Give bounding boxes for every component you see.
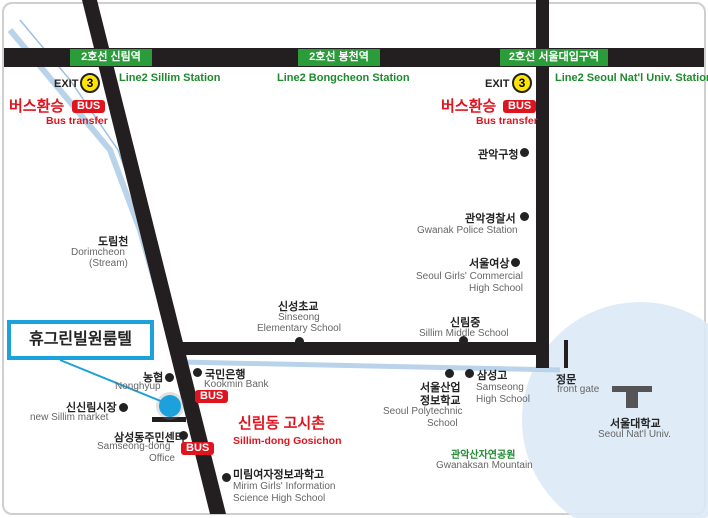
landmark-front-gate: 정문 bbox=[556, 374, 577, 386]
bus-badge: BUS bbox=[195, 390, 229, 403]
target-location-marker bbox=[159, 395, 181, 417]
landmark-en: Gwanaksan Mountain bbox=[436, 460, 533, 471]
bus-transfer-en: Bus transfer bbox=[46, 115, 108, 127]
bus-transfer-ko: 버스환승 bbox=[9, 98, 65, 115]
bus-badge: BUS bbox=[72, 100, 106, 113]
landmark-en: Seoul Nat'l Univ. bbox=[598, 429, 671, 440]
landmark-seoul-girls: 서울여상 bbox=[469, 258, 510, 270]
landmark-samseong-office: 삼성동주민센터 bbox=[114, 432, 185, 444]
landmark-polytechnic: 서울산업 bbox=[420, 382, 461, 394]
landmark-police: 관악경찰서 bbox=[465, 213, 516, 225]
location-dot bbox=[179, 431, 188, 440]
landmark-mirim: 미림여자정보과학고 bbox=[233, 469, 325, 481]
road-main-diagonal bbox=[82, 0, 226, 514]
exit-label: EXIT bbox=[485, 78, 510, 90]
bus-transfer-en: Bus transfer bbox=[476, 115, 538, 127]
station-snu[interactable]: 2호선 서울대입구역 bbox=[500, 49, 608, 66]
landmark-dorimcheon: 도림천 bbox=[98, 236, 129, 248]
landmark-ko: 정보학교 bbox=[420, 395, 461, 407]
station-sillim-en: Line2 Sillim Station bbox=[119, 72, 221, 84]
landmark-en: Elementary School bbox=[257, 323, 341, 334]
landmark-en: Sinseong bbox=[278, 312, 320, 323]
landmark-en: Samseong bbox=[476, 382, 524, 393]
location-dot bbox=[520, 212, 529, 221]
station-bongcheon[interactable]: 2호선 봉천역 bbox=[298, 49, 380, 66]
landmark-nonghyup: 농협 bbox=[143, 372, 164, 384]
bus-badge: BUS bbox=[181, 442, 215, 455]
landmark-samseong-high: 삼성고 bbox=[477, 370, 508, 382]
landmark-en: new Sillim market bbox=[30, 412, 109, 423]
location-dot bbox=[119, 403, 128, 412]
landmark-sillim-market: 신신림시장 bbox=[66, 402, 117, 414]
location-dot bbox=[520, 148, 529, 157]
road-middle bbox=[176, 342, 549, 355]
landmark-en: Samseong-dong bbox=[97, 441, 171, 452]
bus-transfer-ko: 버스환승 bbox=[441, 98, 497, 115]
landmark-en: Gwanak Police Station bbox=[417, 225, 518, 236]
landmark-sillim-middle: 신림중 bbox=[450, 317, 481, 329]
location-dot bbox=[459, 336, 468, 345]
landmark-en: Office bbox=[149, 453, 175, 464]
exit-number-badge: 3 bbox=[512, 73, 532, 93]
landmark-en: (Stream) bbox=[89, 258, 128, 269]
landmark-en: Nonghyup bbox=[115, 381, 161, 392]
area-gosichon-ko: 신림동 고시촌 bbox=[238, 415, 325, 432]
callout-pointer bbox=[59, 359, 169, 405]
landmark-en: High School bbox=[469, 283, 523, 294]
landmark-sinseong: 신성초교 bbox=[278, 301, 319, 313]
location-dot bbox=[193, 368, 202, 377]
location-dot bbox=[465, 369, 474, 378]
landmark-en: Dorimcheon bbox=[71, 247, 125, 258]
landmark-gwanaksan: 관악산자연공원 bbox=[451, 450, 516, 461]
bus-badge: BUS bbox=[503, 100, 537, 113]
landmark-en: Seoul Girls' Commercial bbox=[416, 271, 523, 282]
campus-area bbox=[522, 302, 708, 518]
landmark-en: High School bbox=[476, 394, 530, 405]
location-dot bbox=[222, 473, 231, 482]
target-callout[interactable]: 휴그린빌원룸텔 bbox=[7, 320, 154, 360]
landmark-gwanak-office: 관악구청 bbox=[478, 149, 519, 161]
university-icon bbox=[612, 386, 652, 408]
station-snu-en: Line2 Seoul Nat'l Univ. Station bbox=[555, 72, 708, 84]
station-bongcheon-en: Line2 Bongcheon Station bbox=[277, 72, 410, 84]
landmark-snu: 서울대학교 bbox=[610, 418, 661, 430]
landmark-en: Sillim Middle School bbox=[419, 328, 509, 339]
location-dot bbox=[165, 373, 174, 382]
landmark-en: Science High School bbox=[233, 493, 326, 504]
landmark-en: front gate bbox=[557, 384, 600, 395]
exit-number-badge: 3 bbox=[80, 73, 100, 93]
landmark-en: School bbox=[427, 418, 458, 429]
landmark-en: Mirim Girls' Information bbox=[233, 481, 336, 492]
landmark-en: Kookmin Bank bbox=[204, 379, 269, 390]
location-dot bbox=[295, 337, 304, 346]
station-sillim[interactable]: 2호선 신림역 bbox=[70, 49, 152, 66]
exit-label: EXIT bbox=[54, 78, 79, 90]
location-dot bbox=[511, 258, 520, 267]
area-gosichon-en: Sillim-dong Gosichon bbox=[233, 435, 342, 447]
road-stub bbox=[152, 417, 186, 422]
road-right bbox=[536, 0, 549, 368]
target-name: 휴그린빌원룸텔 bbox=[11, 324, 150, 356]
landmark-kookmin: 국민은행 bbox=[205, 369, 246, 381]
location-dot bbox=[445, 369, 454, 378]
landmark-en: Seoul Polytechnic bbox=[383, 406, 463, 417]
front-gate-post bbox=[564, 340, 568, 368]
